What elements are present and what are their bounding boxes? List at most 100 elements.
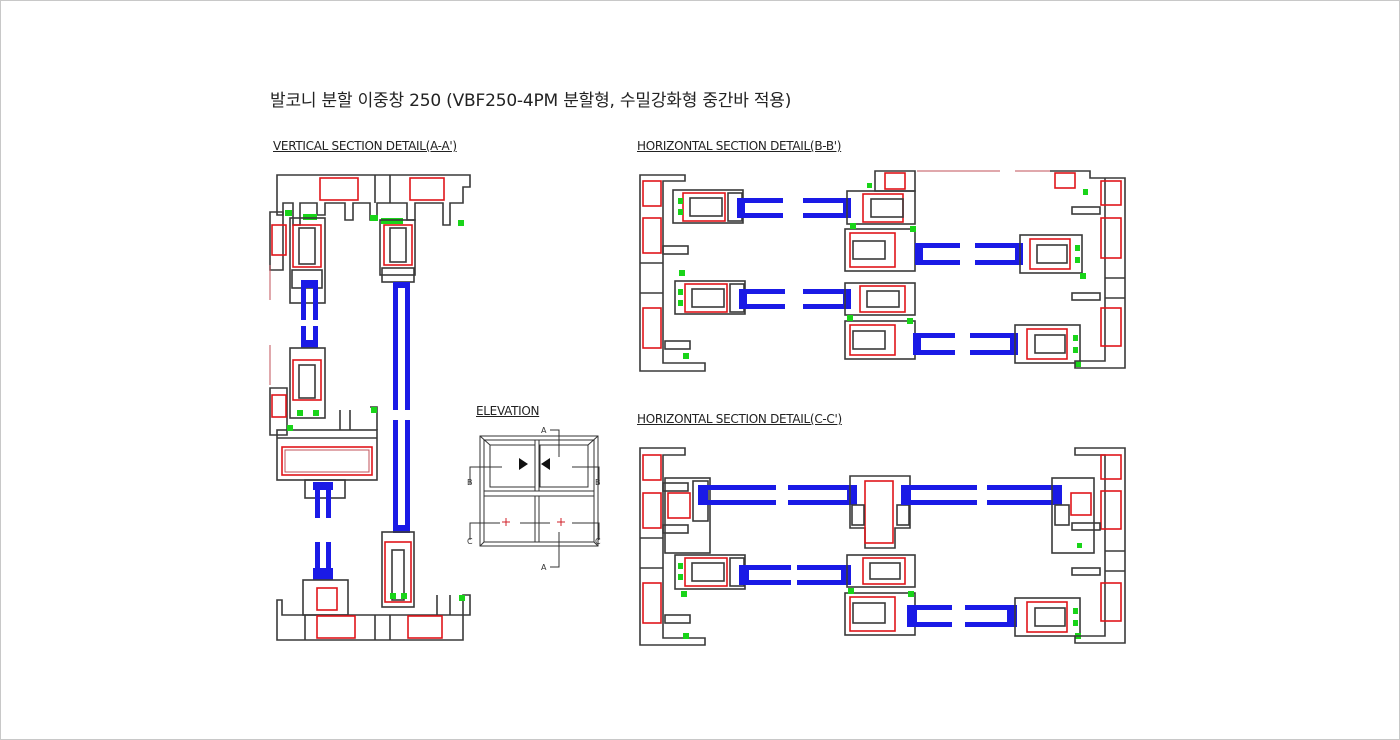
section-marker-a-top [550, 429, 560, 457]
gasket [907, 318, 913, 324]
gasket [1073, 335, 1078, 341]
glass-spacer [313, 482, 333, 490]
glass-pane [393, 282, 398, 410]
glass-pane [915, 260, 960, 265]
glass-spacer [841, 565, 851, 585]
glass-pane [965, 622, 1015, 627]
glass-pane [803, 213, 851, 218]
marker-b-right: B [595, 478, 601, 487]
glass-spacer [901, 485, 911, 505]
gasket [1073, 347, 1078, 353]
gasket [1080, 273, 1086, 279]
glass-pane [739, 289, 785, 294]
section-marker-b-right [572, 466, 600, 484]
marker-a-bottom: A [541, 563, 547, 572]
glass-pane [797, 580, 849, 585]
section-marker-a-bottom [550, 532, 560, 568]
glass-spacer [698, 485, 708, 505]
glass-pane [698, 500, 776, 505]
glass-pane [970, 333, 1018, 338]
glass-pane [737, 213, 783, 218]
sill-frame [276, 594, 471, 641]
glass-pane [698, 485, 776, 490]
glass-spacer [1052, 485, 1062, 505]
glass-spacer [301, 340, 318, 348]
outer-sash-middle [289, 347, 326, 419]
glass-pane [987, 485, 1062, 490]
elevation-label: ELEVATION [476, 404, 540, 418]
gasket [381, 218, 403, 224]
elevation-panel-top-right [539, 444, 589, 488]
glass-pane [970, 350, 1018, 355]
sash-right-lower [1014, 324, 1081, 364]
glass-spacer [913, 333, 921, 355]
elevation-drawing: A A B B C C [462, 422, 612, 572]
glass-pane [326, 542, 331, 572]
gasket [678, 198, 683, 204]
gasket [297, 410, 303, 416]
gasket [1073, 608, 1078, 614]
gasket [681, 591, 687, 597]
glass-spacer [1007, 605, 1017, 627]
glass-spacer [739, 565, 749, 585]
gasket [679, 270, 685, 276]
glass-pane [313, 326, 318, 346]
glass-spacer [313, 568, 333, 580]
gasket [848, 588, 854, 594]
outer-sash-top [289, 217, 326, 304]
sash-left-upper [672, 189, 744, 224]
inner-sash-top [379, 219, 416, 283]
glass-pane [739, 304, 785, 309]
left-jamb-frame [639, 447, 706, 646]
glass-pane [803, 198, 851, 203]
glass-pane [313, 280, 318, 320]
gasket [1083, 189, 1088, 195]
glass-spacer [907, 605, 917, 627]
glass-pane [788, 485, 848, 490]
gasket [313, 410, 319, 416]
glass-pane [907, 605, 952, 610]
glass-pane [975, 243, 1023, 248]
glass-spacer [393, 282, 410, 288]
glass-pane [315, 488, 320, 518]
sliding-arrow-right-icon [519, 458, 528, 470]
vertical-section-label: VERTICAL SECTION DETAIL(A-A') [273, 139, 457, 153]
glass-pane [907, 622, 952, 627]
glass-spacer [843, 289, 851, 309]
glass-pane [913, 350, 955, 355]
gasket [401, 593, 407, 599]
glass-pane [393, 420, 398, 532]
glass-pane [975, 260, 1023, 265]
gasket [678, 574, 683, 580]
glass-pane [326, 488, 331, 518]
gasket [910, 226, 916, 232]
glass-pane [301, 326, 306, 346]
gasket [287, 425, 293, 431]
gasket [1075, 361, 1081, 367]
horizontal-section-b-label: HORIZONTAL SECTION DETAIL(B-B') [637, 139, 842, 153]
glass-pane [797, 565, 849, 570]
glass-pane [987, 500, 1062, 505]
gasket [850, 223, 856, 229]
sliding-arrow-left-icon [541, 458, 550, 470]
glass-spacer [1010, 333, 1018, 355]
glass-spacer [393, 525, 410, 533]
glass-pane [803, 304, 851, 309]
marker-c-left: C [467, 537, 473, 546]
glass-spacer [847, 485, 857, 505]
glass-pane [405, 420, 410, 532]
fixed-sash-left [664, 477, 711, 554]
gasket [1075, 257, 1080, 263]
glass-spacer [739, 289, 747, 309]
section-marker-c-right [572, 522, 600, 540]
gasket [390, 593, 396, 599]
gasket [908, 591, 914, 597]
horizontal-section-c-label: HORIZONTAL SECTION DETAIL(C-C') [637, 412, 842, 426]
center-meeting-stile-lower [844, 282, 916, 360]
glass-pane [965, 605, 1015, 610]
marker-b-left: B [467, 478, 473, 487]
horizontal-section-c-drawing [635, 443, 1135, 653]
marker-c-right: C [595, 537, 601, 546]
marker-a-top: A [541, 426, 547, 435]
